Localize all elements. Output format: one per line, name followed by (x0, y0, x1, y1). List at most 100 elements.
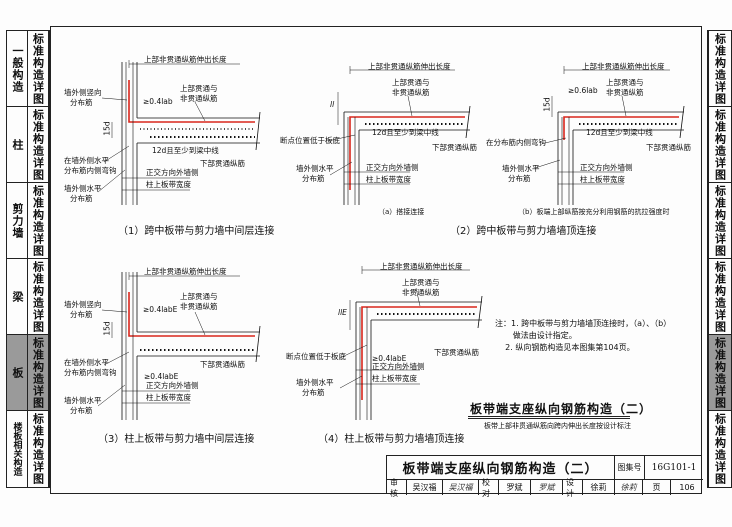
fig2b-bottom-rebar: 下部贯通纵筋 (646, 143, 691, 152)
left-tab-beam[interactable]: 梁标准构造详图 (7, 259, 48, 335)
fig2b-horizontal-bar: 墙外侧水平 (502, 164, 540, 173)
fig2b-band-width: 柱上板带宽度 (580, 175, 625, 184)
fig4-bottom-rebar: 下部贯通纵筋 (434, 348, 479, 357)
fig1-hook: 在墙外侧水平 (64, 156, 109, 165)
left-tab-column[interactable]: 柱标准构造详图 (7, 107, 48, 183)
review-label: 审核 (387, 478, 407, 498)
fig1-horizontal-bar: 墙外侧水平 (64, 184, 102, 193)
notes: 注：1. 跨中板带与剪力墙墙顶连接时，（a）、（b） 做法由设计指定。 2. 纵… (495, 318, 671, 354)
tab-kind: 标准构造详图 (713, 260, 727, 333)
fig3-top-rebar: 上部贯通与 (180, 292, 218, 301)
note-line: 注：1. 跨中板带与剪力墙墙顶连接时，（a）、（b） (495, 319, 672, 328)
left-category-tabs: 一般构造标准构造详图 柱标准构造详图 剪力墙标准构造详图 梁标准构造详图 板标准… (6, 30, 50, 488)
left-tab-shear-wall[interactable]: 剪力墙标准构造详图 (7, 183, 48, 259)
review-signature: 吴汉福 (443, 480, 479, 495)
fig2a-horizontal-bar: 墙外侧水平 (296, 164, 334, 173)
right-tab[interactable]: 标准构造详图 (709, 259, 731, 335)
left-tab-floor-related[interactable]: 楼板相关构造标准构造详图 (7, 411, 48, 487)
main-subcaption: 板带上部非贯通纵筋向跨内伸出长度按设计标注 (484, 422, 631, 430)
fig4-top-label: 上部非贯通纵筋伸出长度 (380, 262, 463, 271)
fig4-caption: （4）柱上板带与剪力墙墙顶连接 (318, 434, 465, 445)
fig3-wall-vertical-bar: 墙外侧竖向 (64, 300, 102, 309)
tab-kind: 标准构造详图 (713, 413, 727, 485)
right-tab[interactable]: 标准构造详图 (709, 411, 731, 487)
fig1-wall-vertical-bar: 墙外侧竖向 (64, 88, 102, 97)
fig3-15d: 15d (102, 321, 112, 336)
fig4-top-rebar: 上部贯通与 (402, 278, 440, 287)
fig4-orth-wall: 正交方向外墙侧 (372, 362, 425, 371)
tab-kind: 标准构造详图 (27, 107, 48, 182)
tab-kind: 标准构造详图 (713, 184, 727, 257)
figure-1 (97, 60, 261, 205)
fig1-band-width: 柱上板带宽度 (146, 180, 191, 189)
fig2b-orth-wall: 正交方向外墙侧 (580, 163, 633, 172)
tab-kind: 标准构造详图 (713, 108, 727, 181)
fig4-break: 断点位置低于板底 (286, 352, 346, 361)
fig3-hook-2: 分布筋内侧弯钩 (64, 368, 117, 377)
figure-3 (97, 272, 261, 420)
fig3-band-width: 柱上板带宽度 (146, 393, 191, 402)
fig3-anchor: ≥0.4labE (143, 305, 178, 314)
tab-kind: 标准构造详图 (713, 32, 727, 105)
fig3-bottom-rebar: 下部贯通纵筋 (200, 360, 245, 369)
left-tab-general[interactable]: 一般构造标准构造详图 (7, 31, 48, 107)
tab-kind: 标准构造详图 (713, 336, 727, 409)
fig2a-top-rebar-2: 非贯通纵筋 (392, 88, 430, 97)
fig3-caption: （3）柱上板带与剪力墙中间层连接 (98, 434, 255, 445)
design-signature: 徐莉 (615, 480, 643, 495)
caption-underline-thin (468, 418, 630, 419)
fig3-hook: 在墙外侧水平 (64, 358, 109, 367)
fig1-anchor: ≥0.4lab (143, 97, 173, 106)
fig2a-lap: ll (330, 100, 335, 109)
fig1-wall-vertical-bar-2: 分布筋 (70, 98, 93, 107)
tab-name: 柱 (11, 138, 24, 151)
right-tab[interactable]: 标准构造详图 (709, 31, 731, 107)
tab-kind: 标准构造详图 (27, 411, 48, 487)
fig2a-band-width: 柱上板带宽度 (366, 175, 411, 184)
fig3-wall-vertical-bar-2: 分布筋 (70, 310, 93, 319)
fig2a-orth-wall: 正交方向外墙侧 (366, 163, 419, 172)
fig4-lap: llE (338, 308, 347, 317)
fig2-caption: （2）跨中板带与剪力墙墙顶连接 (450, 226, 597, 237)
fig1-caption: （1）跨中板带与剪力墙中间层连接 (118, 226, 275, 237)
atlas-number: 16G101-1 (651, 462, 697, 473)
fig3-top-label: 上部非贯通纵筋伸出长度 (144, 267, 227, 276)
figure-4 (339, 266, 483, 420)
check-name: 罗斌 (499, 480, 531, 495)
drawing-frame (50, 26, 702, 494)
fig1-12d: 12d且至少到梁中线 (152, 146, 219, 155)
fig2b-hook: 在分布筋内侧弯钩 (486, 138, 546, 147)
fig1-top-label: 上部非贯通纵筋伸出长度 (144, 55, 227, 64)
tab-kind: 标准构造详图 (27, 183, 48, 258)
caption-underline (468, 416, 630, 417)
fig2b-15d: 15d (542, 97, 552, 112)
fig2b-subcaption: （b）板端上部纵筋按充分利用钢筋的抗拉强度时 (518, 208, 670, 216)
left-tab-slab[interactable]: 板标准构造详图 (7, 335, 48, 411)
page-number: 106 (679, 483, 695, 492)
fig2a-top-rebar: 上部贯通与 (392, 78, 430, 87)
fig1-horizontal-bar-2: 分布筋 (70, 194, 93, 203)
fig4-horizontal-bar: 墙外侧水平 (296, 378, 334, 387)
tab-kind: 标准构造详图 (27, 31, 48, 106)
right-tab[interactable]: 标准构造详图 (709, 107, 731, 183)
right-tab[interactable]: 标准构造详图 (709, 183, 731, 259)
page-label: 页 (643, 480, 671, 495)
check-signature: 罗斌 (531, 480, 563, 495)
tab-name: 梁 (11, 290, 24, 303)
tab-kind: 标准构造详图 (27, 259, 48, 334)
fig4-band-width: 柱上板带宽度 (372, 374, 417, 383)
fig2b-horizontal-bar-2: 分布筋 (508, 174, 531, 183)
fig3-horizontal-bar-2: 分布筋 (70, 406, 93, 415)
main-caption: 板带端支座纵向钢筋构造（二） (470, 402, 653, 416)
fig1-top-rebar: 上部贯通与 (180, 84, 218, 93)
fig4-top-rebar-2: 非贯通纵筋 (402, 288, 440, 297)
fig1-hook-2: 分布筋内侧弯钩 (64, 166, 117, 175)
tab-kind: 标准构造详图 (27, 335, 48, 410)
atlas-label: 图集号 (615, 456, 645, 479)
right-tab-slab[interactable]: 标准构造详图 (709, 335, 731, 411)
fig1-bottom-rebar: 下部贯通纵筋 (200, 159, 245, 168)
fig2a-subcaption: （a）搭接连接 (378, 208, 425, 216)
fig1-orth-wall: 正交方向外墙侧 (146, 168, 199, 177)
